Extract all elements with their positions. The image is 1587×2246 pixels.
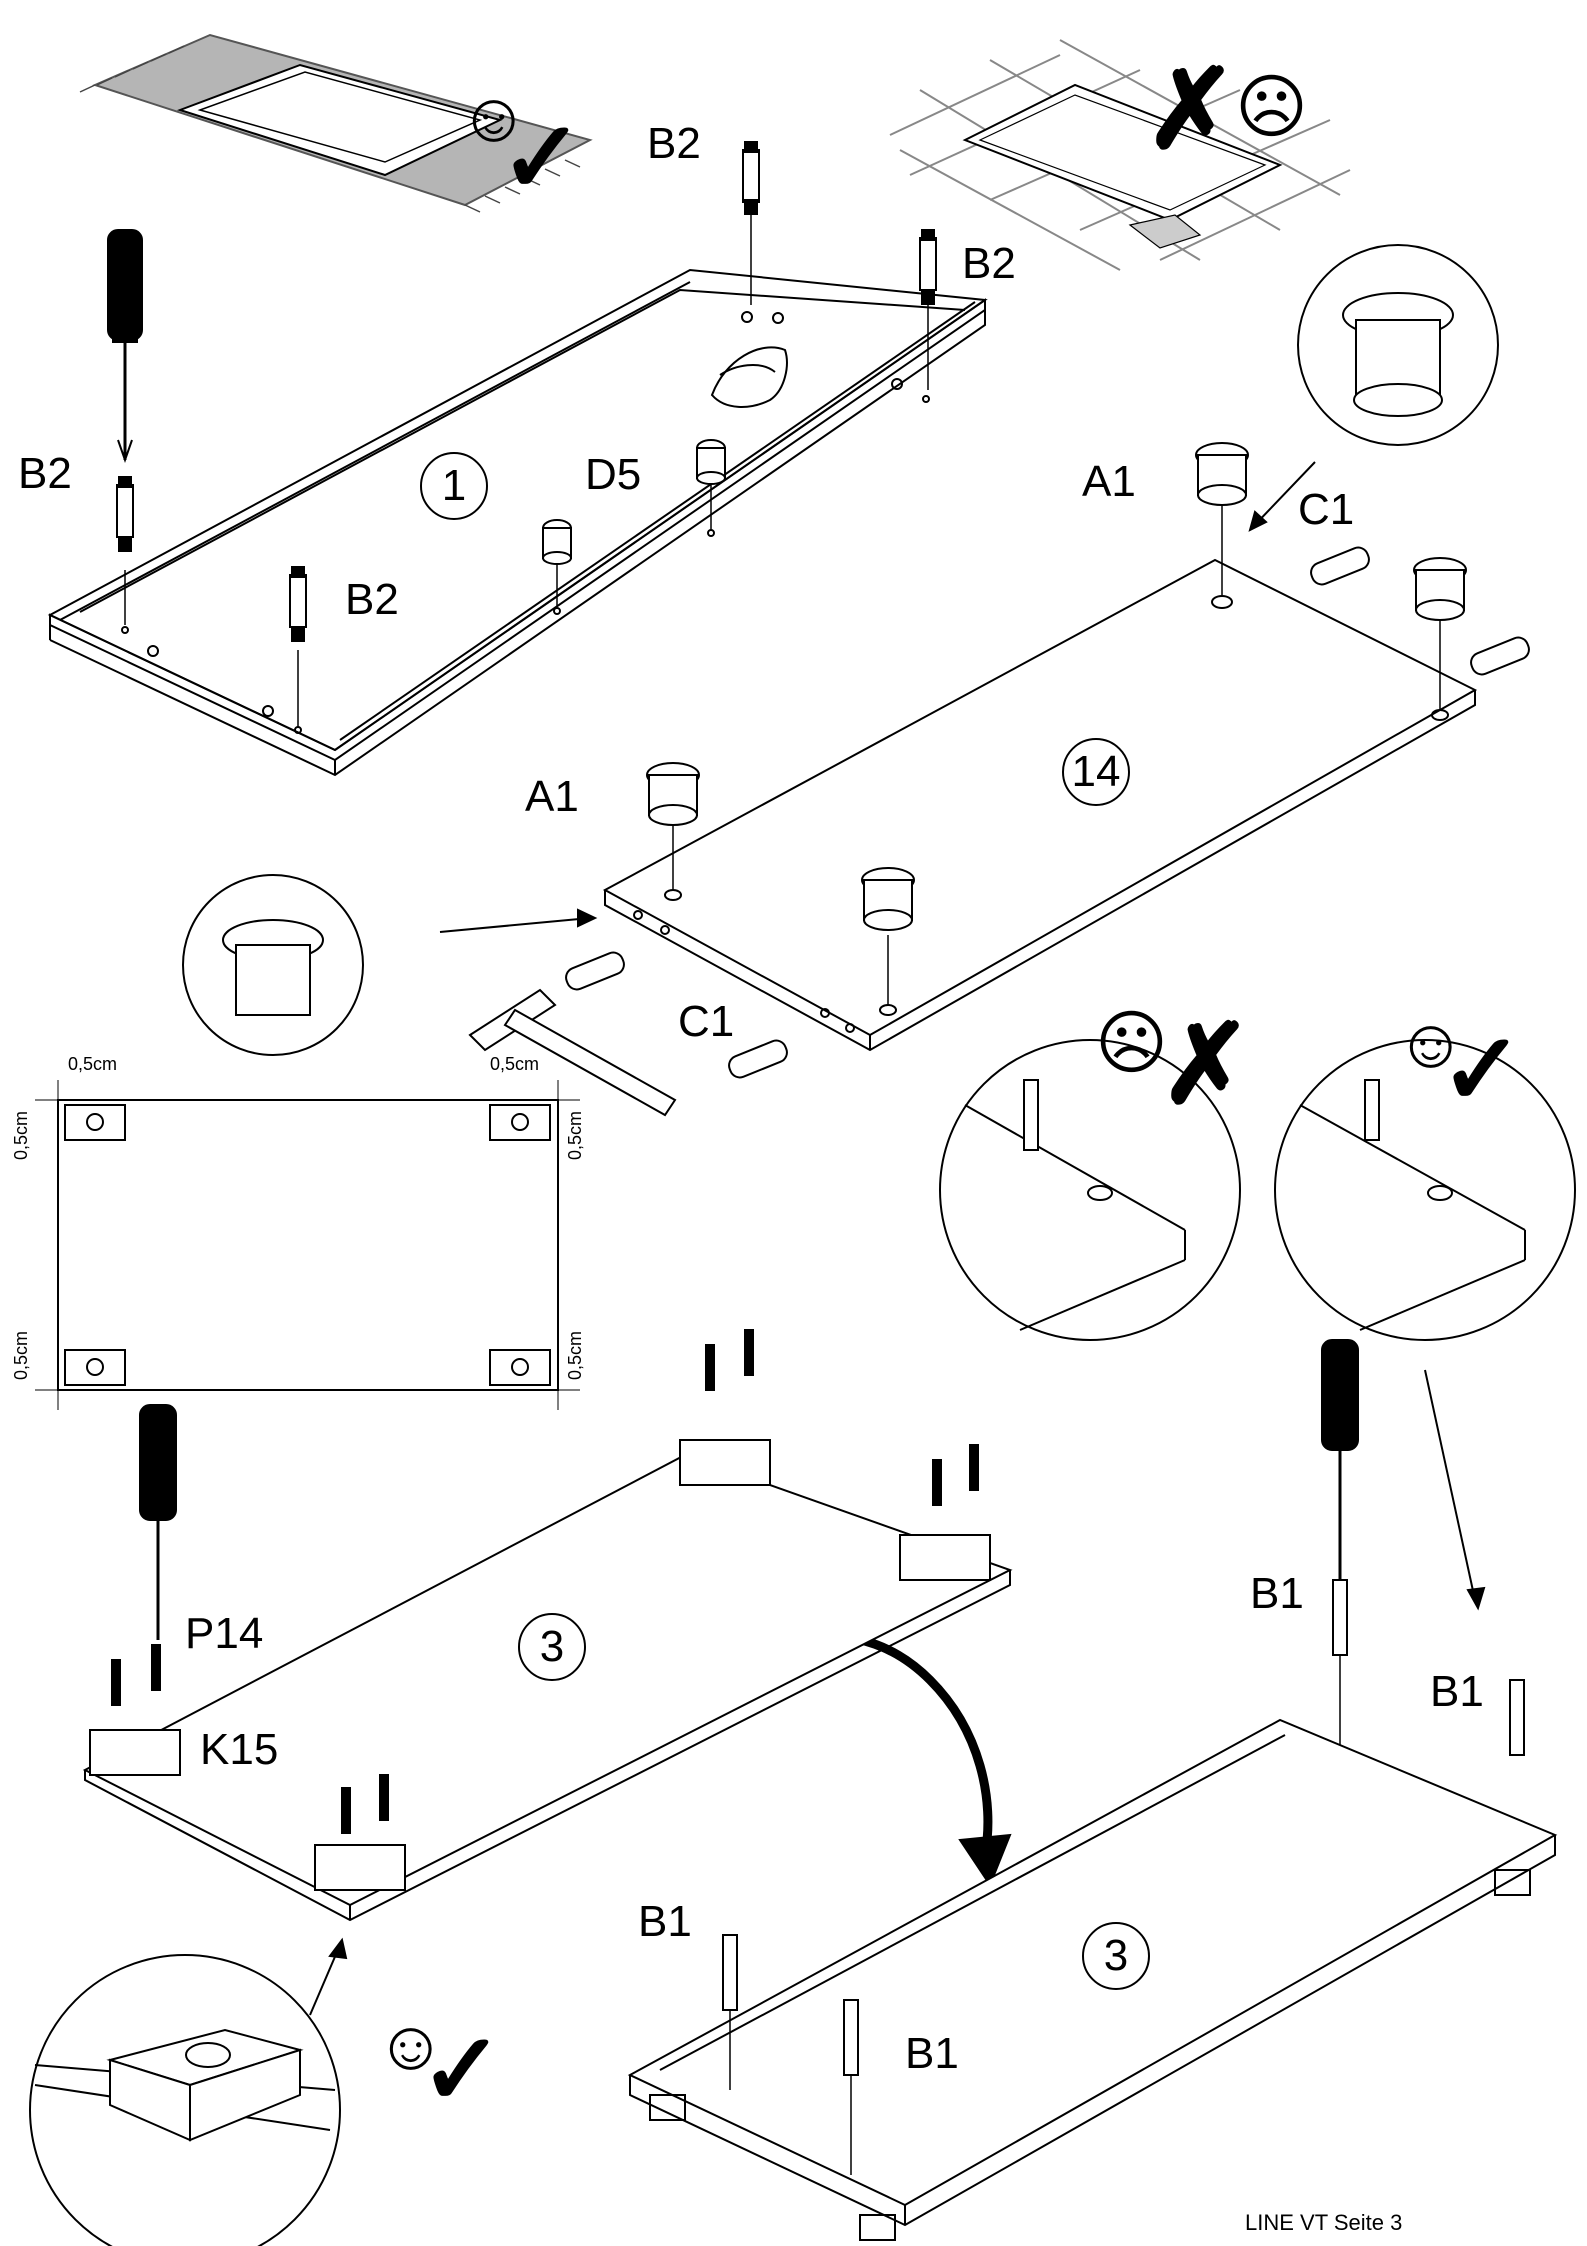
panel-14 — [602, 558, 1478, 1052]
happy-face-icon: ☺ — [375, 2006, 447, 2084]
screws — [111, 1329, 979, 1834]
sad-face-icon: ☹ — [1235, 68, 1308, 146]
checkmark-icon: ✓ — [1440, 1014, 1524, 1126]
cross-icon: ✗ — [1145, 48, 1238, 171]
happy-face-icon: ☺ — [458, 78, 530, 156]
cross-icon: ✗ — [1160, 1003, 1253, 1126]
detail-circle-cam-top — [1297, 244, 1499, 446]
happy-face-icon: ☺ — [1395, 1004, 1467, 1082]
part-number: 14 — [1062, 738, 1130, 806]
label-b2: B2 — [647, 119, 701, 168]
label-d5: D5 — [585, 450, 642, 499]
label-b1: B1 — [1430, 1667, 1484, 1716]
dimension-label: 0,5cm — [68, 1054, 118, 1074]
label-b1: B1 — [905, 2029, 959, 2078]
label-a1: A1 — [525, 772, 579, 821]
detail-circle-block — [29, 1954, 341, 2246]
label-k15: K15 — [200, 1725, 279, 1774]
detail-circle-wrong — [939, 1039, 1241, 1341]
panel-1-pins — [116, 141, 937, 727]
detail-circle-cam-left — [182, 874, 364, 1056]
label-b2: B2 — [962, 239, 1016, 288]
dowels — [565, 546, 1530, 1079]
rug-illustration — [79, 33, 593, 213]
checkmark-icon: ✓ — [500, 102, 584, 214]
tile-floor-illustration — [889, 39, 1351, 271]
cam-locks — [646, 442, 1467, 1005]
sad-face-icon: ☹ — [1095, 1004, 1168, 1082]
label-b2: B2 — [18, 449, 72, 498]
part-number: 3 — [1082, 1922, 1150, 1990]
screwdriver-3 — [1321, 1339, 1359, 1755]
label-c1: C1 — [678, 997, 735, 1046]
page-footer: LINE VT Seite 3 — [1245, 2210, 1403, 2235]
label-b2: B2 — [345, 575, 399, 624]
hand-illustration — [710, 346, 788, 408]
checkmark-icon: ✓ — [420, 2014, 504, 2126]
part-number: 1 — [420, 452, 488, 520]
dimension-label: 0,5cm — [565, 1110, 585, 1160]
label-a1: A1 — [1082, 457, 1136, 506]
detail-circle-right — [1274, 1039, 1576, 1341]
panel-1 — [47, 268, 988, 777]
screwdriver-2 — [139, 1404, 177, 1640]
hammer — [468, 988, 677, 1117]
label-p14: P14 — [185, 1609, 264, 1658]
dimension-label: 0,5cm — [565, 1330, 585, 1380]
label-b1: B1 — [1250, 1569, 1304, 1618]
label-c1: C1 — [1298, 485, 1355, 534]
dimension-label: 0,5cm — [11, 1110, 31, 1160]
dimension-label: 0,5cm — [11, 1330, 31, 1380]
label-b1: B1 — [638, 1897, 692, 1946]
part-number: 3 — [518, 1613, 586, 1681]
screwdriver-1 — [107, 229, 143, 464]
dimension-label: 0,5cm — [490, 1054, 540, 1074]
dimension-drawing — [35, 1080, 580, 1410]
